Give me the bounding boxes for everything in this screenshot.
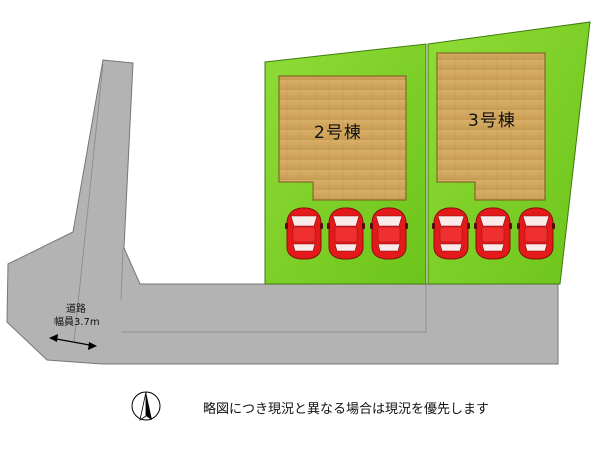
parking-car (284, 207, 324, 260)
road-width-label: 幅員3.7m (54, 317, 100, 328)
north-arrow-icon (131, 391, 161, 421)
parking-car (516, 207, 556, 260)
road-label: 道路 (66, 304, 86, 315)
lot-2-house (278, 75, 407, 201)
road-edge-line (120, 247, 124, 301)
lot-3-label: 3号棟 (468, 111, 516, 131)
road-width-arrow (49, 334, 97, 350)
parking-car (369, 207, 409, 260)
lot-2-label: 2号棟 (314, 123, 362, 143)
road-edge-line (73, 63, 104, 343)
road (6, 59, 559, 365)
lot-3-house (436, 52, 546, 201)
parking-car (431, 207, 471, 260)
parking-car (326, 207, 366, 260)
disclaimer-text: 略図につき現況と異なる場合は現況を優先します (203, 402, 490, 417)
parking-car (473, 207, 513, 260)
road-edge-line (121, 284, 427, 333)
